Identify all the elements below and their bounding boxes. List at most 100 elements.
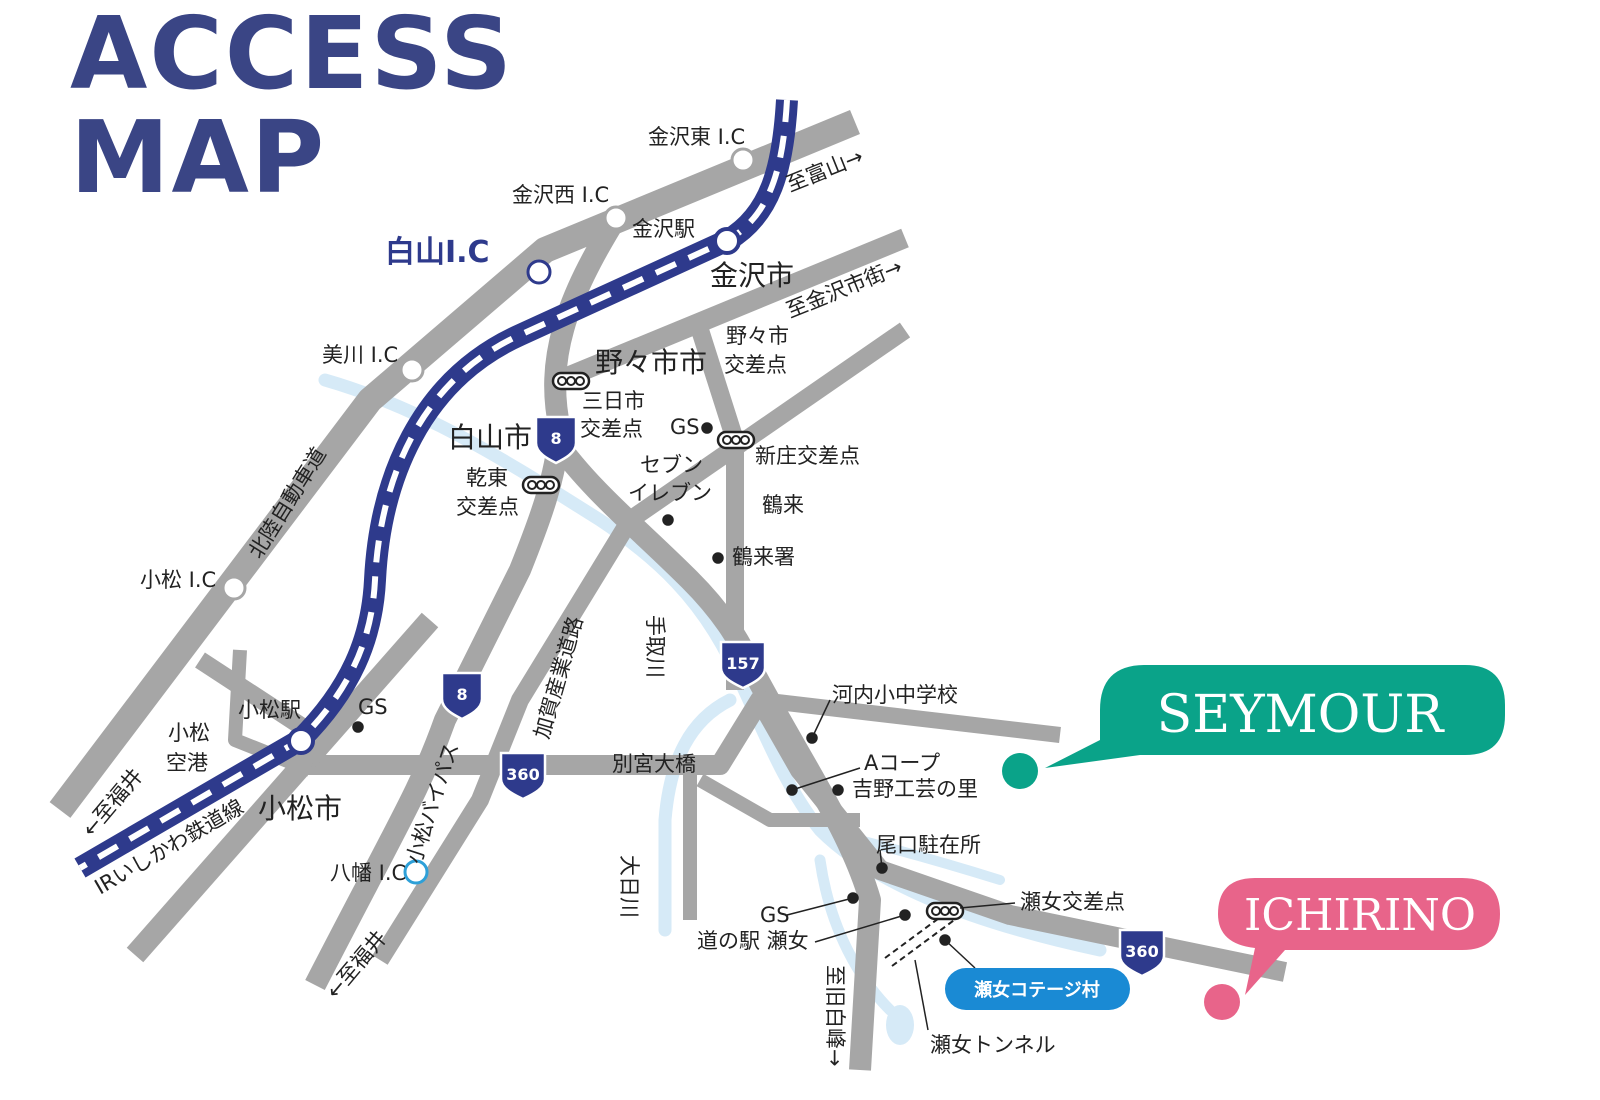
ichirino-name: ICHIRINO <box>1244 890 1476 941</box>
kanazawa-nishi-ic-label: 金沢西 I.C <box>512 183 609 207</box>
tsurugi-police-dot <box>712 552 724 564</box>
signal-nonoichi <box>551 371 591 391</box>
roads <box>49 109 1288 1071</box>
komatsu-ic-label: 小松 I.C <box>140 568 216 592</box>
a-coop-label: Aコープ <box>864 751 940 775</box>
kawachi-school-label: 河内小中学校 <box>832 683 958 707</box>
route-8-upper-label: 8 <box>550 429 561 448</box>
route-360 <box>290 690 1288 982</box>
signal-shinjo <box>716 430 756 450</box>
seven-eleven-dot <box>662 514 674 526</box>
kanazawa-higashi-ic-marker <box>730 147 756 173</box>
komatsu-gs-label: GS <box>358 695 388 719</box>
nonoichi-int-label-1: 野々市 <box>726 324 789 348</box>
kanazawa-station-label: 金沢駅 <box>632 217 695 241</box>
michinoeki-leader <box>814 914 906 943</box>
gs2-leader <box>786 897 854 916</box>
kawachi-leader <box>811 699 831 739</box>
tsurugi-police-label: 鶴来署 <box>732 545 795 569</box>
gs1-label: GS <box>670 415 700 439</box>
tunnel-leader <box>914 959 929 1031</box>
south-river <box>814 854 896 1016</box>
gs1-dot <box>701 422 713 434</box>
shinjo-label: 新庄交差点 <box>755 444 860 468</box>
to-kyu-shiramine-label: 至旧白峰→ <box>823 965 847 1067</box>
signals <box>521 371 965 921</box>
title-map: MAP <box>70 99 327 216</box>
senami-tunnel <box>884 909 951 959</box>
route-8-lower-label: 8 <box>456 685 467 704</box>
gs2-label: GS <box>760 903 790 927</box>
route-157-shield: 157 <box>719 640 767 690</box>
ichirino-callout[interactable]: ICHIRINO <box>1204 878 1500 1020</box>
cottage-leader <box>944 939 976 969</box>
ichirino-bubble <box>1218 878 1500 995</box>
mikkaichi-label-1: 三日市 <box>582 389 645 413</box>
seven-label-1: セブン <box>640 453 703 477</box>
komatsu-city-label: 小松市 <box>258 792 342 825</box>
mikawa-ic-label: 美川 I.C <box>322 343 398 367</box>
nonoichi-city-label: 野々市市 <box>595 346 707 379</box>
seymour-location-dot[interactable] <box>1002 753 1038 789</box>
senami-leader <box>959 902 1016 909</box>
hokuriku-expressway-label: 北陸自動車道 <box>244 443 331 563</box>
yoshino-label: 吉野工芸の里 <box>852 777 978 801</box>
dam-lake <box>886 1005 914 1045</box>
komatsu-city-road <box>126 612 439 963</box>
hokuriku-expressway <box>49 109 860 818</box>
tunnel-label: 瀬女トンネル <box>930 1033 1056 1057</box>
seven-label-2: イレブン <box>628 481 712 505</box>
oguchi-label: 尾口駐在所 <box>876 833 981 857</box>
yoshino-dot <box>832 784 844 796</box>
a-coop-leader <box>791 767 861 791</box>
route-shields: 8 8 157 360 360 <box>440 415 1166 978</box>
route-360-east-shield: 360 <box>1118 928 1166 978</box>
kawachi-road <box>759 692 1061 743</box>
ohinata-river-label: 大日川 <box>617 855 641 918</box>
senami-tunnel-2 <box>891 917 958 967</box>
inui-label-1: 乾東 <box>466 466 508 490</box>
betsumiya-label: 別宮大橋 <box>612 752 696 776</box>
cottage-pill[interactable]: 瀬女コテージ村 <box>945 968 1130 1010</box>
airport-label-1: 小松 <box>168 721 210 745</box>
route-157-label: 157 <box>726 654 759 673</box>
signal-senami <box>925 901 965 921</box>
tedori-river-label: 手取川 <box>643 615 667 678</box>
seymour-name: SEYMOUR <box>1157 685 1446 745</box>
nonoichi-road <box>556 228 909 390</box>
komatsu-ic-marker <box>221 575 247 601</box>
interchange-markers <box>221 147 756 885</box>
east-loop <box>696 773 860 827</box>
yawata-ic-label: 八幡 I.C <box>330 861 406 885</box>
route-8-upper-shield: 8 <box>534 415 578 465</box>
shinjo-road <box>372 322 911 965</box>
michinoeki-label: 道の駅 瀬女 <box>697 929 809 953</box>
poi-dots <box>352 422 1016 1031</box>
route-8-lower-shield: 8 <box>440 671 484 721</box>
ir-railway <box>74 99 798 878</box>
signal-inui <box>521 475 561 495</box>
oguchi-leader <box>879 849 883 869</box>
title-access: ACCESS <box>70 0 515 112</box>
cottage-label: 瀬女コテージ村 <box>974 979 1100 1001</box>
nonoichi-int-label-2: 交差点 <box>724 353 787 377</box>
seymour-callout[interactable]: SEYMOUR <box>1002 665 1505 789</box>
route-360-east-label: 360 <box>1125 942 1158 961</box>
hakusan-ic-marker <box>526 259 552 285</box>
hakusan-ic-label: 白山I.C <box>385 235 490 270</box>
ichirino-location-dot[interactable] <box>1204 984 1240 1020</box>
senami-int-label: 瀬女交差点 <box>1020 890 1125 914</box>
seymour-bubble <box>1045 665 1505 768</box>
tsurugi-label: 鶴来 <box>762 493 804 517</box>
kanazawa-higashi-ic-label: 金沢東 I.C <box>648 125 745 149</box>
kanazawa-nishi-ic-marker <box>603 205 629 231</box>
ohinata-river <box>658 693 737 937</box>
airport-label-2: 空港 <box>166 751 208 775</box>
route-360-west-label: 360 <box>506 765 539 784</box>
mikkaichi-label-2: 交差点 <box>580 417 643 441</box>
mikawa-ic-marker <box>399 357 425 383</box>
komatsu-gs-dot <box>352 721 364 733</box>
railway-dash <box>78 99 790 871</box>
kanazawa-station-marker <box>713 227 741 255</box>
